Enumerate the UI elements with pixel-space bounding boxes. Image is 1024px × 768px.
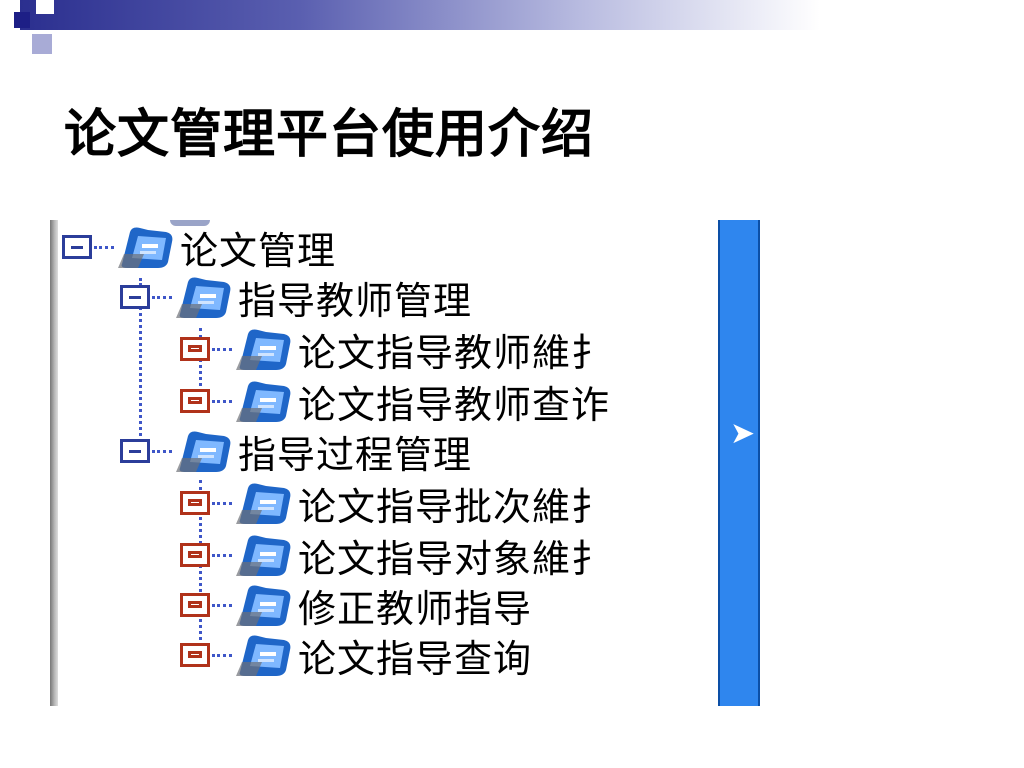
collapse-toggle-icon[interactable]: [120, 285, 150, 309]
folder-icon: [236, 381, 291, 422]
folder-icon: [176, 431, 231, 472]
tree-node[interactable]: 论文指导教师查诈: [180, 376, 611, 427]
leaf-node-icon: [180, 389, 210, 413]
decor-square: [32, 34, 52, 54]
tree-guide-line: [199, 328, 202, 398]
tree-item-label: 指导教师管理: [238, 278, 473, 323]
tree-guide-line: [139, 278, 142, 460]
page-title: 论文管理平台使用介绍: [64, 104, 595, 165]
tree-node[interactable]: 指导过程管理: [120, 426, 473, 477]
tree-node[interactable]: 修正教师指导: [180, 580, 533, 631]
tree-connector: [152, 295, 172, 299]
collapse-toggle-icon[interactable]: [62, 235, 92, 259]
folder-icon: [236, 535, 291, 576]
tree-item-label: 指导过程管理: [238, 432, 473, 477]
folder-icon: [236, 585, 291, 626]
header-gradient-bar: [20, 0, 820, 30]
tree-item-label: 论文指导教师查诈: [298, 382, 611, 427]
tree-connector: [212, 347, 232, 351]
leaf-node-icon: [180, 543, 210, 567]
tree-item-label: 修正教师指导: [298, 586, 533, 631]
tree-node[interactable]: 指导教师管理: [120, 272, 473, 323]
tree-item-label: 论文指导对象維扌: [298, 536, 611, 581]
tree-node[interactable]: 论文管理: [62, 222, 337, 273]
folder-icon: [236, 329, 291, 370]
decor-square: [14, 12, 30, 28]
folder-icon: [236, 483, 291, 524]
tree-connector: [212, 603, 232, 607]
tree-node[interactable]: 论文指导查询: [180, 630, 533, 681]
tree-node[interactable]: 论文指导对象維扌: [180, 530, 611, 581]
tree-item-label: 论文管理: [180, 228, 337, 273]
folder-icon: [236, 635, 291, 676]
tree-connector: [212, 399, 232, 403]
tree-connector: [94, 245, 114, 249]
decor-square: [0, 32, 28, 60]
sidebar-collapse-bar[interactable]: ➤: [718, 220, 760, 706]
tree-item-label: 论文指导教师維扌: [298, 330, 611, 375]
leaf-node-icon: [180, 643, 210, 667]
chevron-right-icon[interactable]: ➤: [730, 416, 756, 451]
tree-connector: [152, 449, 172, 453]
collapse-toggle-icon[interactable]: [120, 439, 150, 463]
leaf-node-icon: [180, 593, 210, 617]
leaf-node-icon: [180, 491, 210, 515]
panel-border: [50, 220, 58, 706]
tree-panel: 论文管理 指导教师管理 论文指导教师維扌 论文指导教师查诈 指导过程管理 论文指…: [50, 220, 718, 706]
tree-node[interactable]: 论文指导批次維扌: [180, 478, 611, 529]
tree-node[interactable]: 论文指导教师維扌: [180, 324, 611, 375]
folder-icon-partial: [170, 220, 210, 226]
folder-icon: [176, 277, 231, 318]
tree-connector: [212, 653, 232, 657]
folder-icon: [118, 227, 173, 268]
tree-item-label: 论文指导查询: [298, 636, 533, 681]
decor-square: [36, 0, 54, 14]
leaf-node-icon: [180, 337, 210, 361]
tree-connector: [212, 501, 232, 505]
tree-item-label: 论文指导批次維扌: [298, 484, 611, 529]
tree-connector: [212, 553, 232, 557]
